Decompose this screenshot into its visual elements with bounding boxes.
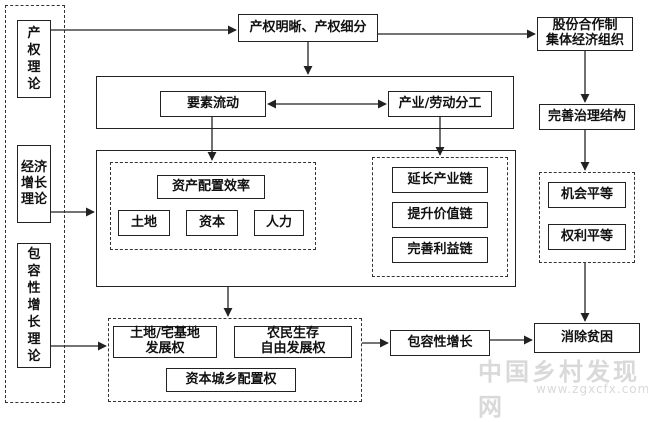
chain-group — [372, 157, 508, 277]
governance-label: 完善治理结构 — [547, 108, 626, 124]
joint-stock-box: 股份合作制 集体经济组织 — [537, 17, 633, 51]
inclusive-growth-box: 包容性增长 — [390, 330, 490, 356]
capital-label: 资本 — [198, 214, 225, 230]
equality-group — [539, 172, 635, 263]
joint-stock-label-2: 集体经济组织 — [545, 33, 624, 48]
benefit-chain-box: 完善利益链 — [392, 237, 488, 263]
opportunity-equality-label: 机会平等 — [560, 186, 613, 202]
theory-column-frame — [5, 5, 65, 403]
land-rights-box: 土地/宅基地 发展权 — [113, 326, 217, 358]
inclusive-growth-theory-label: 包容性增长理论 — [27, 247, 41, 364]
capital-allocation-box: 资本城乡配置权 — [166, 368, 296, 392]
economic-growth-theory-label: 经济增长理论 — [21, 160, 48, 207]
land-rights-label-2: 发展权 — [145, 341, 185, 356]
value-chain-label: 提升价值链 — [407, 206, 473, 222]
division-label: 产业/劳动分工 — [398, 95, 482, 111]
joint-stock-label-1: 股份合作制 — [552, 18, 618, 34]
factor-flow-box: 要素流动 — [160, 91, 266, 117]
farmer-rights-box: 农民生存 自由发展权 — [234, 326, 352, 358]
inclusive-growth-theory: 包容性增长理论 — [17, 243, 51, 368]
property-clarification-box: 产权明晰、产权细分 — [238, 14, 378, 42]
opportunity-equality-box: 机会平等 — [548, 182, 626, 208]
factor-flow-label: 要素流动 — [186, 95, 239, 111]
governance-box: 完善治理结构 — [539, 104, 635, 130]
allocation-group — [110, 162, 316, 250]
labor-label: 人力 — [265, 214, 292, 230]
factor-flow-frame — [96, 76, 514, 129]
allocation-title-box: 资产配置效率 — [157, 175, 265, 199]
rights-equality-box: 权利平等 — [548, 224, 626, 250]
poverty-elimination-box: 消除贫困 — [534, 323, 640, 353]
poverty-elimination-label: 消除贫困 — [560, 329, 613, 345]
inclusive-growth-label: 包容性增长 — [407, 334, 473, 350]
watermark-url: www.zgxcfx.com — [536, 382, 648, 396]
labor-box: 人力 — [254, 210, 304, 236]
capital-allocation-label: 资本城乡配置权 — [185, 371, 277, 387]
economic-growth-theory: 经济增长理论 — [17, 145, 51, 223]
property-rights-theory: 产权理论 — [17, 20, 51, 98]
land-box: 土地 — [118, 210, 170, 236]
rights-group — [108, 318, 362, 402]
land-label: 土地 — [130, 214, 157, 230]
capital-box: 资本 — [186, 210, 238, 236]
extend-chain-label: 延长产业链 — [407, 171, 473, 187]
mechanism-frame — [96, 150, 516, 287]
benefit-chain-label: 完善利益链 — [407, 241, 473, 257]
rights-equality-label: 权利平等 — [560, 228, 613, 244]
property-rights-theory-label: 产权理论 — [27, 26, 41, 92]
farmer-rights-label-2: 自由发展权 — [260, 341, 326, 356]
land-rights-label-1: 土地/宅基地 — [130, 326, 200, 342]
division-box: 产业/劳动分工 — [388, 91, 492, 117]
watermark-text: 中国乡村发现网 — [478, 358, 640, 421]
farmer-rights-label-1: 农民生存 — [266, 326, 319, 342]
extend-chain-box: 延长产业链 — [392, 167, 488, 193]
allocation-title-label: 资产配置效率 — [171, 178, 250, 194]
value-chain-box: 提升价值链 — [392, 202, 488, 228]
property-clarification-label: 产权明晰、产权细分 — [249, 19, 367, 35]
